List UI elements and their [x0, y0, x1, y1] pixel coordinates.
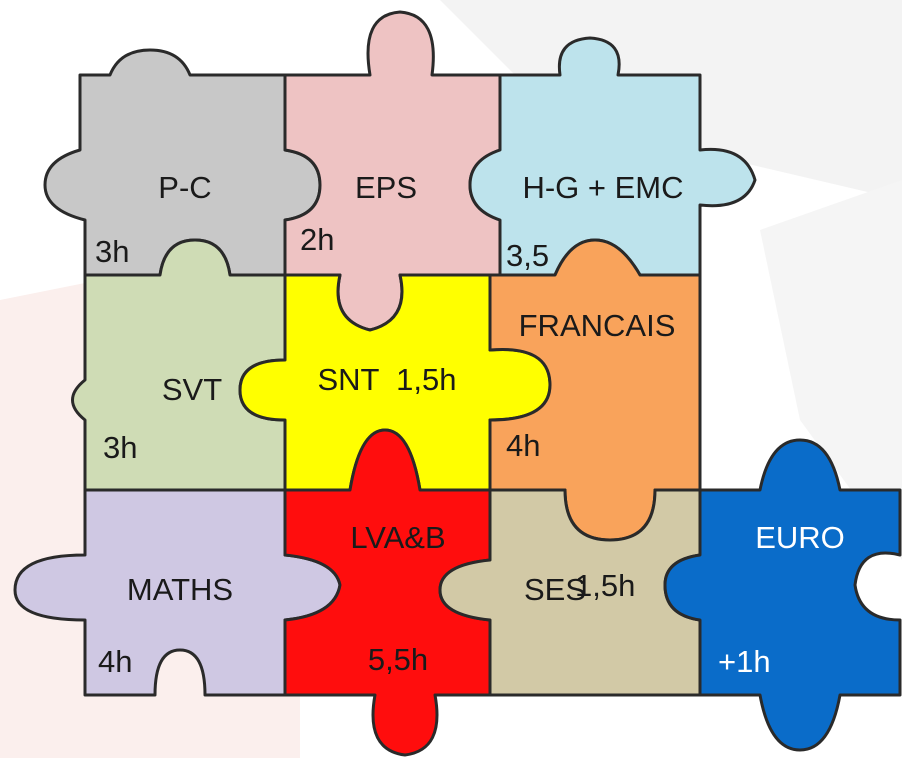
eps-subject: EPS [355, 170, 417, 205]
piece-ses: SES 1,5h [438, 488, 702, 697]
fr-hours: 4h [506, 428, 540, 463]
maths-subject: MATHS [127, 572, 233, 607]
maths-hours: 4h [98, 644, 132, 679]
hg-subject: H-G + EMC [522, 170, 683, 205]
pc-hours: 3h [95, 234, 129, 269]
lva-hours: 5,5h [368, 642, 428, 677]
ses-hours: 1,5h [575, 568, 635, 603]
euro-subject: EURO [755, 520, 845, 555]
piece-euro: EURO +1h [663, 438, 902, 752]
eps-hours: 2h [300, 222, 334, 257]
svt-hours: 3h [103, 430, 137, 465]
lva-subject: LVA&B [350, 520, 445, 555]
piece-snt: SNT 1,5h [238, 273, 552, 492]
piece-lva: LVA&B 5,5h [283, 428, 492, 757]
svt-subject: SVT [162, 372, 222, 407]
hg-shape [468, 36, 757, 277]
hg-hours: 3,5 [506, 238, 549, 273]
snt-subject: SNT 1,5h [317, 362, 456, 397]
ses-subject: SES [524, 572, 586, 607]
piece-hg: H-G + EMC 3,5 [468, 36, 757, 277]
fr-subject: FRANCAIS [519, 308, 676, 343]
euro-hours: +1h [718, 644, 771, 679]
lva-shape [283, 428, 492, 757]
euro-shape [663, 438, 902, 752]
piece-pc: P-C 3h [43, 48, 322, 277]
piece-eps: EPS 2h [283, 10, 502, 332]
pc-subject: P-C [158, 170, 211, 205]
